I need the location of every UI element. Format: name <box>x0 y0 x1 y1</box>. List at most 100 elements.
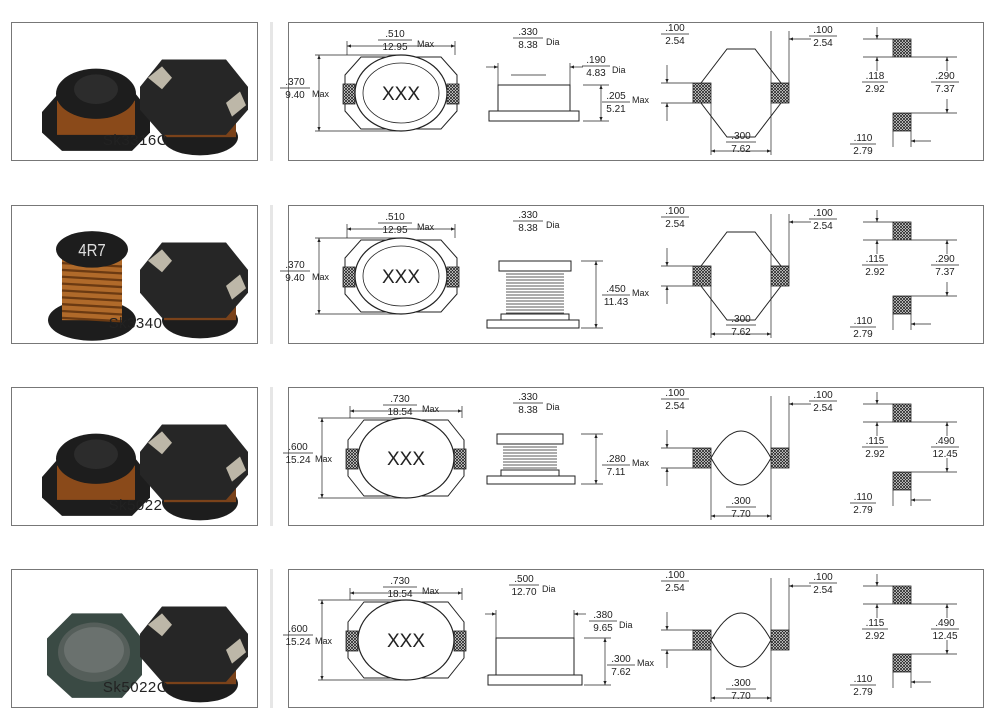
dim-text: 2.54 <box>813 221 833 232</box>
dim-text: 9.40 <box>285 273 305 284</box>
dim-text: Max <box>632 95 650 105</box>
dim-text: .380 <box>593 610 613 621</box>
dim-text: 2.79 <box>853 505 873 516</box>
dim-text: .300 <box>731 496 751 507</box>
marking-text: 4R7 <box>78 241 106 260</box>
dim-text: .100 <box>813 572 833 583</box>
dim-text: .190 <box>586 55 606 66</box>
inductor-photo-back <box>140 59 248 156</box>
dim-text: .115 <box>866 254 885 265</box>
dim-text: .110 <box>854 492 873 503</box>
dim-text: .100 <box>813 390 833 401</box>
dim-text: 9.40 <box>285 90 305 101</box>
dim-text: .730 <box>390 394 410 405</box>
dim-text: .330 <box>518 392 538 403</box>
product-photo-panel: 4R7 Sk3340 <box>11 205 258 344</box>
dim-text: .290 <box>935 254 955 265</box>
pad-icon <box>446 266 460 288</box>
dim-text: .370 <box>285 260 305 271</box>
pad-icon <box>892 471 912 491</box>
dim-text: .280 <box>606 454 626 465</box>
dim-text: .205 <box>606 91 626 102</box>
pad-icon <box>342 266 356 288</box>
dim-text: 12.95 <box>382 42 407 53</box>
inductor-photo-front: 4R7 <box>48 231 136 341</box>
dim-text: .110 <box>854 133 873 144</box>
dim-text: 2.54 <box>813 38 833 49</box>
pad-icon <box>345 630 359 652</box>
dim-text: 7.37 <box>935 84 955 95</box>
dim-text: 2.92 <box>865 267 885 278</box>
side-view-drawing <box>486 433 603 485</box>
inductor-photo-front <box>42 433 150 516</box>
dim-text: 11.43 <box>604 297 629 308</box>
pad-layout-drawing <box>661 578 811 702</box>
dim-text: .300 <box>611 654 631 665</box>
pad-icon <box>770 447 790 469</box>
side-view-drawing <box>486 260 603 329</box>
dim-text: .370 <box>285 77 305 88</box>
pad-icon <box>342 83 356 105</box>
land-pattern-drawing <box>863 210 957 330</box>
dim-text: .300 <box>731 314 751 325</box>
dim-text: Max <box>315 454 333 464</box>
dim-text: .730 <box>390 576 410 587</box>
product-name: Sk5022C <box>102 679 169 696</box>
pad-icon <box>770 82 790 104</box>
product-photo-panel: Sk5022C <box>11 569 258 708</box>
dim-text: 2.79 <box>853 146 873 157</box>
product-name: Sk3316C <box>102 132 169 149</box>
dim-text: 7.62 <box>731 144 751 155</box>
column-separator <box>270 387 273 526</box>
pad-icon <box>692 629 712 651</box>
dim-text: Max <box>312 89 330 99</box>
dim-text: 2.54 <box>665 36 685 47</box>
dim-text: Max <box>315 636 333 646</box>
product-name: Sk5022 <box>108 497 163 514</box>
land-pattern-drawing <box>863 574 957 688</box>
dim-text: .110 <box>854 316 873 327</box>
land-pattern-drawing <box>863 27 957 147</box>
dim-text: Dia <box>546 220 560 230</box>
dim-text: Max <box>417 39 435 49</box>
pad-icon <box>892 585 912 605</box>
dim-text: .330 <box>518 27 538 38</box>
dim-text: .100 <box>813 208 833 219</box>
pad-icon <box>345 448 359 470</box>
dim-text: Dia <box>546 402 560 412</box>
dim-text: 2.92 <box>865 631 885 642</box>
column-separator <box>270 569 273 708</box>
dim-text: 7.70 <box>731 509 751 520</box>
pad-icon <box>892 403 912 423</box>
dim-text: Dia <box>619 620 633 630</box>
dim-text: 2.54 <box>665 583 685 594</box>
pad-icon <box>892 38 912 58</box>
dim-text: 7.11 <box>607 467 626 478</box>
dim-text: .115 <box>866 436 885 447</box>
pad-icon <box>892 653 912 673</box>
column-separator <box>270 205 273 344</box>
top-view-drawing: XXX <box>315 41 460 132</box>
inductor-photo-front <box>47 613 142 698</box>
top-view-drawing: XXX <box>318 406 467 499</box>
dim-text: .510 <box>385 212 405 223</box>
pad-icon <box>892 221 912 241</box>
dim-text: .100 <box>665 570 685 581</box>
pad-icon <box>446 83 460 105</box>
pad-icon <box>892 295 912 315</box>
land-pattern-drawing <box>863 392 957 506</box>
pad-icon <box>453 630 467 652</box>
product-photo <box>47 606 248 703</box>
dim-text: .330 <box>518 210 538 221</box>
dim-text: .490 <box>935 436 955 447</box>
dim-text: 5.21 <box>606 104 626 115</box>
column-separator <box>270 22 273 161</box>
dim-text: 7.62 <box>731 327 751 338</box>
